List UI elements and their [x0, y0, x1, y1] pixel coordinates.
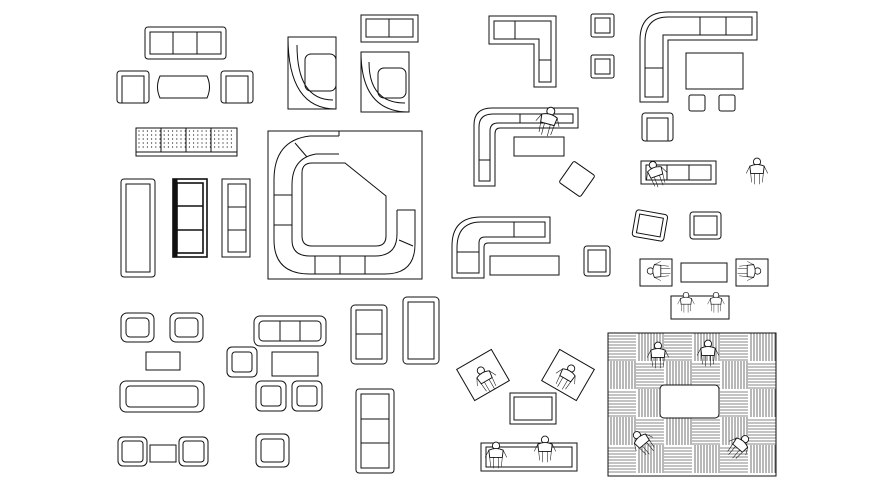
curved-chair-left	[287, 36, 337, 110]
person-figure	[476, 366, 497, 392]
armchair-left	[116, 70, 150, 104]
l-sectional-small	[488, 15, 557, 88]
person-figure	[745, 157, 769, 185]
person-figure	[646, 261, 671, 281]
people-lounge-set	[639, 258, 769, 320]
armchair-right	[220, 70, 254, 104]
l-sectional-with-person	[473, 106, 595, 197]
person-figure	[646, 161, 668, 188]
sofa-row-and-three-seaters	[120, 127, 251, 278]
person-figure	[632, 431, 655, 455]
dotted-bench	[135, 127, 238, 157]
person-figure	[555, 364, 576, 390]
curved-chairs	[287, 14, 419, 113]
curved-chair-right	[360, 51, 410, 113]
person-figure	[737, 261, 762, 281]
person-figure	[484, 441, 508, 469]
square-stools	[590, 13, 615, 79]
two-seat-sofa	[360, 14, 419, 43]
three-seater-light	[221, 178, 251, 258]
large-curved-sectional	[267, 130, 423, 280]
corner-sectional-with-table	[639, 11, 758, 142]
person-figure	[533, 435, 557, 463]
long-sofa-vertical	[120, 178, 156, 278]
sofa-set-top-left	[116, 26, 254, 104]
lounge-with-people-bottom	[455, 348, 596, 472]
person-figure	[696, 339, 720, 367]
oval-coffee-table	[157, 75, 210, 99]
armchair-and-table-sets	[117, 296, 440, 474]
rug-lounge-set	[607, 332, 777, 477]
chair-set-with-people	[631, 157, 769, 242]
three-seat-sofa	[144, 26, 227, 60]
person-figure	[707, 291, 725, 313]
person-figure	[646, 341, 670, 369]
curved-sofa-mid	[451, 216, 611, 279]
person-figure	[677, 291, 695, 313]
dark-three-seater	[172, 178, 208, 258]
person-figure	[727, 435, 750, 459]
person-figure	[535, 106, 560, 137]
